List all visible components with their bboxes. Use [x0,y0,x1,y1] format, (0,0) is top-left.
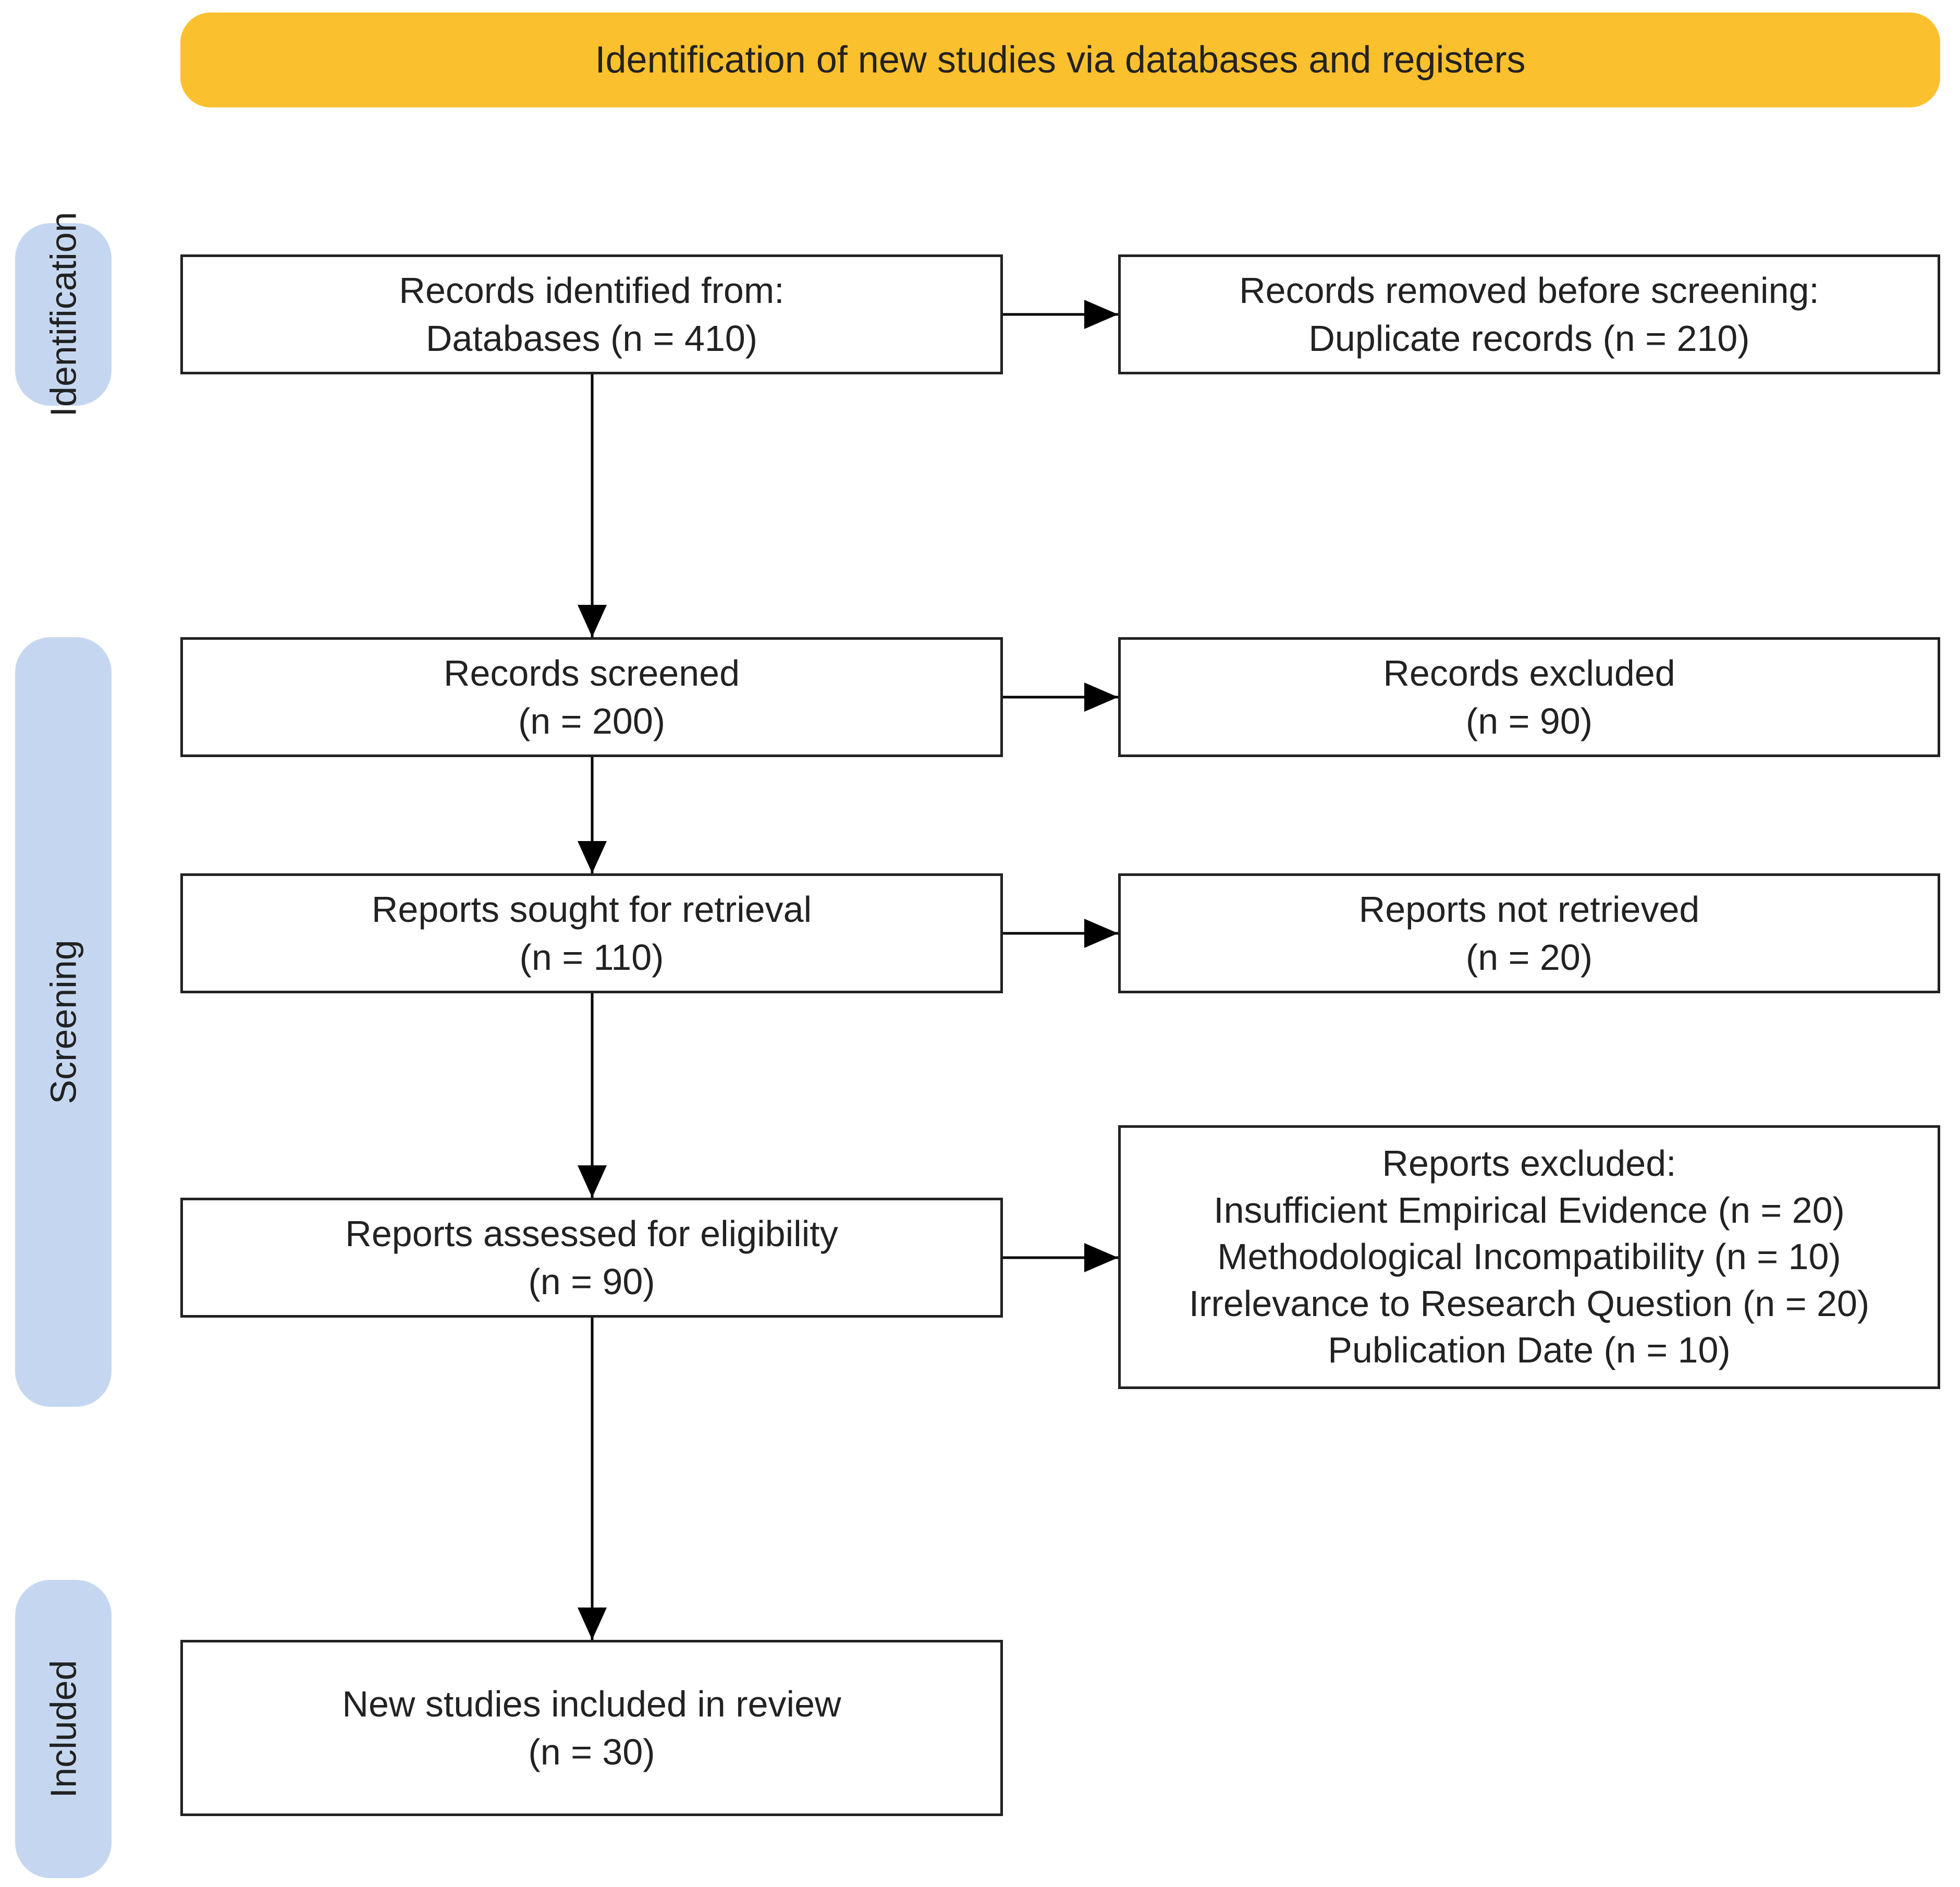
header-title: Identification of new studies via databa… [595,39,1526,81]
box-records-removed-line1: Records removed before screening: [1239,270,1819,311]
box-studies-included: New studies included in review (n = 30) [180,1640,1003,1816]
box-reports-excluded-line3: Methodological Incompatibility (n = 10) [1217,1236,1841,1277]
box-records-identified-line1: Records identified from: [399,270,785,311]
box-records-excluded-line2: (n = 90) [1465,701,1593,741]
box-reports-excluded-line2: Insufficient Empirical Evidence (n = 20) [1214,1189,1845,1231]
box-reports-not-retrieved: Reports not retrieved (n = 20) [1118,873,1940,993]
box-studies-included-line2: (n = 30) [528,1732,655,1772]
box-reports-excluded: Reports excluded: Insufficient Empirical… [1118,1125,1940,1389]
box-records-removed: Records removed before screening: Duplic… [1118,254,1940,374]
phase-included: Included [15,1580,112,1878]
box-reports-sought: Reports sought for retrieval (n = 110) [180,873,1003,993]
box-reports-excluded-line4: Irrelevance to Research Question (n = 20… [1189,1283,1870,1324]
arrowhead-down-3 [578,1165,607,1198]
box-reports-assessed: Reports assessed for eligibility (n = 90… [180,1198,1003,1318]
arrowhead-down-1 [578,605,607,637]
arrowhead-right-1 [1084,300,1118,329]
phase-identification: Identification [15,212,112,417]
box-reports-assessed-line2: (n = 90) [528,1261,655,1302]
box-reports-excluded-line5: Publication Date (n = 10) [1328,1330,1731,1371]
box-records-identified: Records identified from: Databases (n = … [180,254,1003,374]
box-records-excluded: Records excluded (n = 90) [1118,637,1940,757]
arrowhead-right-4 [1084,1243,1118,1272]
arrowhead-right-3 [1084,919,1118,948]
box-records-identified-line2: Databases (n = 410) [425,318,758,359]
box-reports-not-retrieved-line2: (n = 20) [1465,937,1593,978]
arrowhead-down-2 [578,841,607,873]
header-banner: Identification of new studies via databa… [180,13,1940,107]
box-reports-assessed-line1: Reports assessed for eligibility [345,1213,838,1254]
box-reports-not-retrieved-line1: Reports not retrieved [1358,888,1700,930]
box-records-excluded-line1: Records excluded [1383,652,1675,693]
arrowhead-down-4 [578,1608,607,1640]
box-records-screened: Records screened (n = 200) [180,637,1003,757]
phase-screening: Screening [15,637,112,1407]
box-reports-sought-line1: Reports sought for retrieval [371,888,812,930]
box-reports-sought-line2: (n = 110) [519,937,664,978]
box-records-screened-line2: (n = 200) [518,701,666,741]
box-reports-excluded-line1: Reports excluded: [1382,1143,1676,1184]
arrowhead-right-2 [1084,683,1118,712]
box-records-screened-line1: Records screened [443,652,740,693]
box-records-removed-line2: Duplicate records (n = 210) [1308,318,1750,359]
box-studies-included-line1: New studies included in review [342,1683,841,1724]
